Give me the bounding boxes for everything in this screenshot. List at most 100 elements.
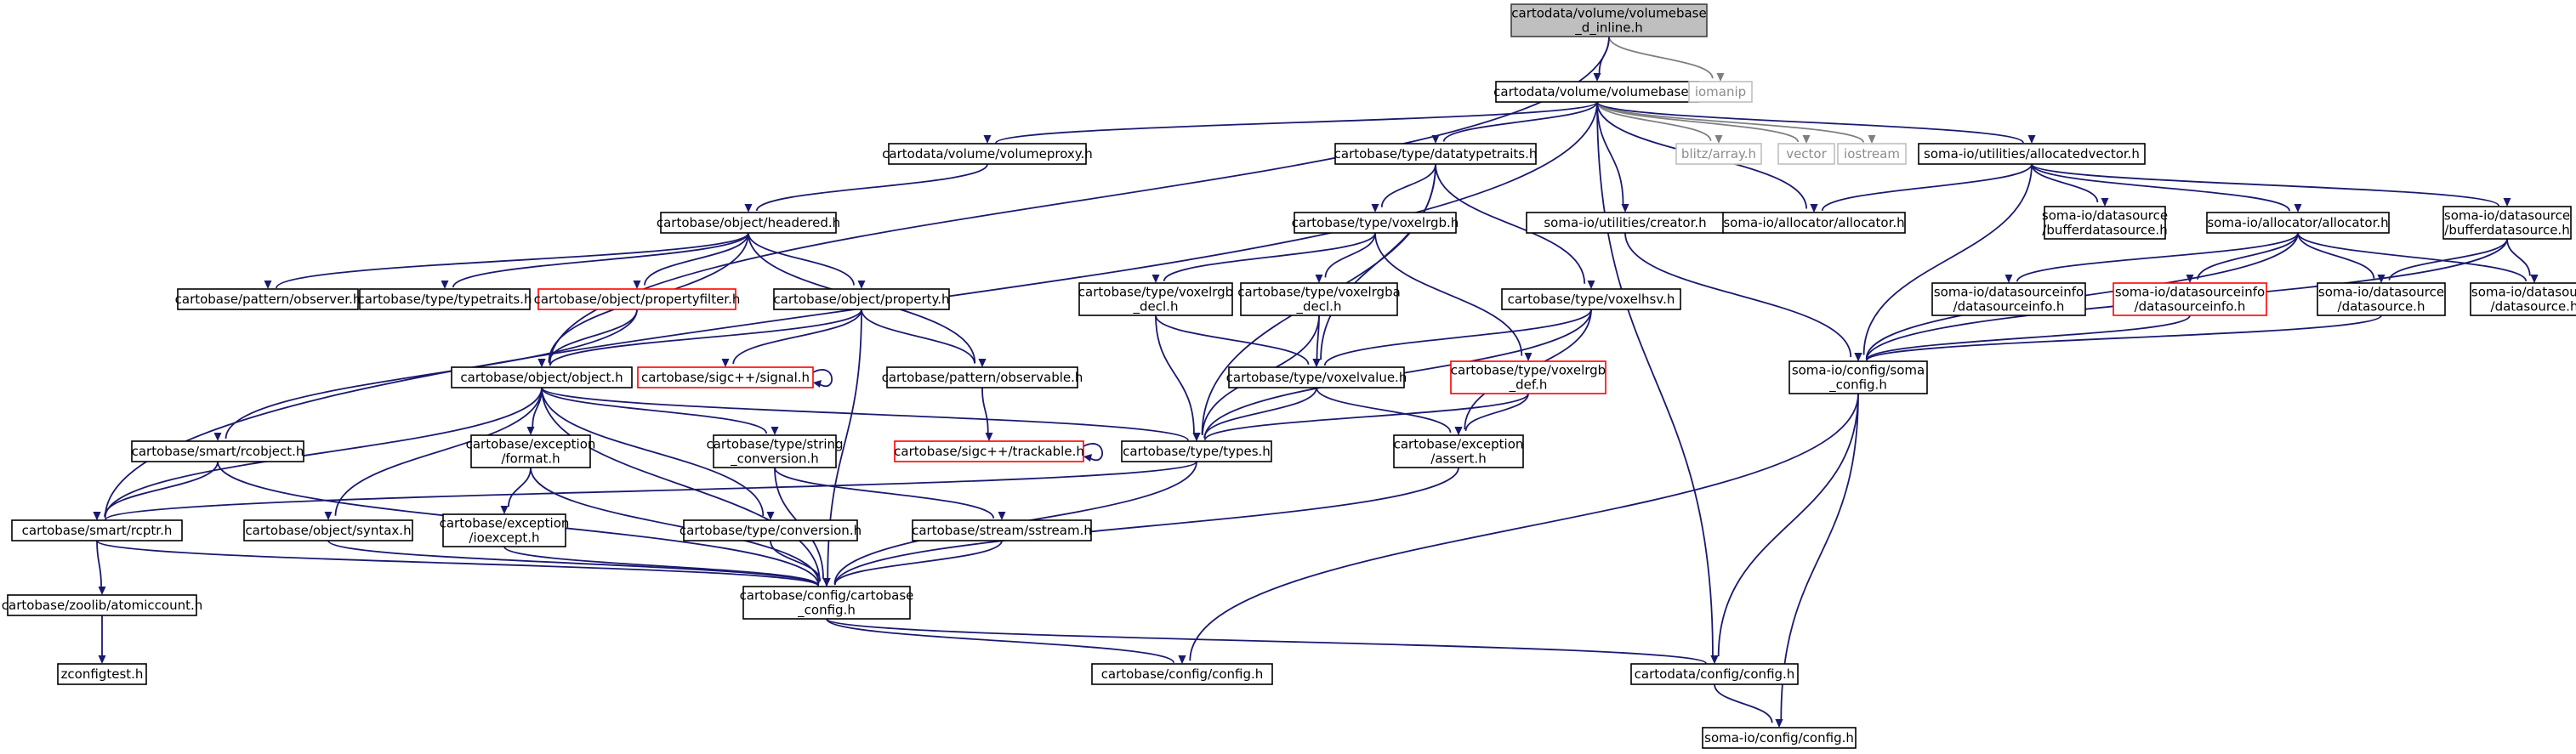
edge-datatypetraits-to-voxelrgb [1371, 163, 1436, 213]
node-atomiccount[interactable]: cartobase/zoolib/atomiccount.h [2, 594, 202, 616]
edge-allocatedvector-to-allocator_io [1810, 163, 2033, 213]
node-box [243, 519, 413, 541]
node-label: soma-io/datasource [2042, 208, 2168, 224]
node-label: _config.h [797, 603, 856, 619]
node-creator[interactable]: soma-io/utilities/creator.h [1526, 212, 1725, 234]
node-root[interactable]: cartodata/volume/volumebase_d_inline.h [1510, 3, 1708, 37]
node-vector[interactable]: vector [1777, 143, 1835, 165]
node-propertyfilter[interactable]: cartobase/object/propertyfilter.h [534, 288, 741, 310]
node-string_conv[interactable]: cartobase/type/string_conversion.h [706, 434, 844, 468]
node-volumeproxy[interactable]: cartodata/volume/volumeproxy.h [882, 143, 1093, 165]
node-exc_format[interactable]: cartobase/exception/format.h [466, 434, 596, 468]
node-label: soma-io/config/config.h [1704, 730, 1854, 745]
node-label: cartobase/exception [466, 437, 596, 452]
node-label: cartobase/sigc++/signal.h [641, 370, 810, 385]
node-voxelrgb_def[interactable]: cartobase/type/voxelrgb_def.h [1450, 360, 1606, 394]
node-signal[interactable]: cartobase/sigc++/signal.h [637, 366, 814, 388]
node-allocator_alloc[interactable]: soma-io/allocator/allocator.h [2206, 212, 2390, 234]
node-sstream[interactable]: cartobase/stream/sstream.h [912, 519, 1092, 541]
node-box [1837, 143, 1907, 165]
node-voxelrgba_decl[interactable]: cartobase/type/voxelrgba_decl.h [1237, 282, 1401, 316]
node-box [888, 143, 1087, 165]
node-label: cartobase/type/voxelrgb.h [1292, 215, 1459, 230]
node-voxelrgb[interactable]: cartobase/type/voxelrgb.h [1292, 212, 1459, 234]
node-label: cartobase/type/voxelrgb [1078, 285, 1233, 300]
node-blitz[interactable]: blitz/array.h [1675, 143, 1762, 165]
node-volumebase[interactable]: cartodata/volume/volumebase.h [1493, 81, 1701, 103]
edge-observable-to-trackable [981, 387, 993, 441]
node-iomanip[interactable]: iomanip [1688, 81, 1753, 103]
node-trackable[interactable]: cartobase/sigc++/trackable.h [894, 440, 1084, 462]
edge-volumebase-to-volumeproxy [983, 101, 1598, 145]
node-ds_datasource2[interactable]: soma-io/datasource/datasource.h [2470, 282, 2576, 316]
node-rcptr[interactable]: cartobase/smart/rcptr.h [11, 519, 183, 541]
node-label: _decl.h [1296, 299, 1342, 315]
node-label: cartobase/type/string [706, 437, 843, 452]
node-label: /format.h [501, 451, 560, 467]
node-allocatedvector[interactable]: soma-io/utilities/allocatedvector.h [1918, 143, 2146, 165]
node-voxelhsv[interactable]: cartobase/type/voxelhsv.h [1501, 288, 1681, 310]
node-io_config[interactable]: soma-io/config/config.h [1702, 727, 1857, 749]
node-box [1228, 366, 1405, 388]
node-box [637, 366, 814, 388]
node-cd_config[interactable]: cartodata/config/config.h [1630, 663, 1799, 685]
edge-rcobject-to-rcptr [93, 461, 219, 520]
node-observer[interactable]: cartobase/pattern/observer.h [175, 288, 361, 310]
node-headered[interactable]: cartobase/object/headered.h [657, 212, 840, 234]
node-label: soma-io/datasource [2444, 208, 2570, 224]
node-label: cartodata/config/config.h [1635, 666, 1795, 682]
node-label: soma-io/allocator/allocator.h [2207, 215, 2388, 230]
node-types[interactable]: cartobase/type/types.h [1121, 440, 1272, 462]
edge-voxelrgb-to-voxelrgb_decl [1152, 232, 1376, 283]
node-object[interactable]: cartobase/object/object.h [451, 366, 633, 388]
node-syntax[interactable]: cartobase/object/syntax.h [243, 519, 413, 541]
node-ioexcept[interactable]: cartobase/exception/ioexcept.h [440, 513, 570, 547]
edge-allocatedvector-to-ds_buffer2 [2031, 163, 2511, 207]
node-label: /datasource.h [2338, 299, 2425, 315]
node-zconfigtest[interactable]: zconfigtest.h [57, 663, 147, 685]
node-box [2044, 206, 2166, 240]
node-dsinfo[interactable]: soma-io/datasourceinfo/datasourceinfo.h [1931, 282, 2086, 316]
node-label: /assert.h [1430, 451, 1486, 467]
edge-signal-to-signal [812, 369, 833, 388]
node-box [537, 288, 736, 310]
node-assert[interactable]: cartobase/exception/assert.h [1393, 434, 1524, 468]
node-label: cartobase/exception [440, 516, 570, 531]
node-label: cartobase/pattern/observable.h [882, 370, 1083, 385]
node-typetraits[interactable]: cartobase/type/typetraits.h [358, 288, 532, 310]
node-voxelvalue[interactable]: cartobase/type/voxelvalue.h [1226, 366, 1407, 388]
node-box [2442, 206, 2572, 240]
node-conversion[interactable]: cartobase/type/conversion.h [680, 519, 862, 541]
edge-object-to-types [541, 387, 1201, 441]
node-dsinfo_missing[interactable]: soma-io/datasourceinfo/datasourceinfo.h [2113, 282, 2267, 316]
node-soma_config[interactable]: soma-io/config/soma_config.h [1788, 360, 1928, 394]
node-cb_config[interactable]: cartobase/config/config.h [1091, 663, 1273, 685]
edge-allocatedvector-to-allocator_alloc [2031, 163, 2302, 213]
node-ds_buffer1[interactable]: soma-io/datasource/bufferdatasource.h [2042, 206, 2168, 240]
node-label: cartobase/stream/sstream.h [912, 523, 1092, 538]
node-allocator_io[interactable]: soma-io/allocator/allocator.h [1722, 212, 1906, 234]
node-iostream[interactable]: iostream [1837, 143, 1907, 165]
edge-allocator_alloc-to-ds_datasource1 [2297, 232, 2386, 283]
node-label: cartobase/object/headered.h [657, 215, 840, 230]
node-label: cartobase/object/object.h [460, 370, 623, 385]
node-label: zconfigtest.h [61, 666, 144, 682]
node-box [660, 212, 837, 234]
node-cartobase_config[interactable]: cartobase/config/cartobase_config.h [740, 586, 914, 620]
node-box [1918, 143, 2146, 165]
node-ds_buffer2[interactable]: soma-io/datasource/bufferdatasource.h [2442, 206, 2572, 240]
node-label: iomanip [1695, 84, 1746, 99]
node-ds_datasource1[interactable]: soma-io/datasource/datasource.h [2317, 282, 2446, 316]
edge-voxelvalue-to-types [1192, 387, 1317, 441]
node-rcobject[interactable]: cartobase/smart/rcobject.h [131, 440, 304, 462]
node-label: vector [1786, 146, 1827, 162]
node-datatypetraits[interactable]: cartobase/type/datatypetraits.h [1334, 143, 1538, 165]
node-voxelrgb_decl[interactable]: cartobase/type/voxelrgb_decl.h [1078, 282, 1233, 316]
node-observable[interactable]: cartobase/pattern/observable.h [882, 366, 1083, 388]
edge-property-to-signal [721, 309, 862, 367]
node-box [2113, 282, 2267, 316]
edge-volumebase-to-cd_config [1596, 101, 1719, 664]
node-property[interactable]: cartobase/object/property.h [773, 288, 950, 310]
node-box [359, 288, 531, 310]
node-label: /bufferdatasource.h [2444, 223, 2569, 238]
